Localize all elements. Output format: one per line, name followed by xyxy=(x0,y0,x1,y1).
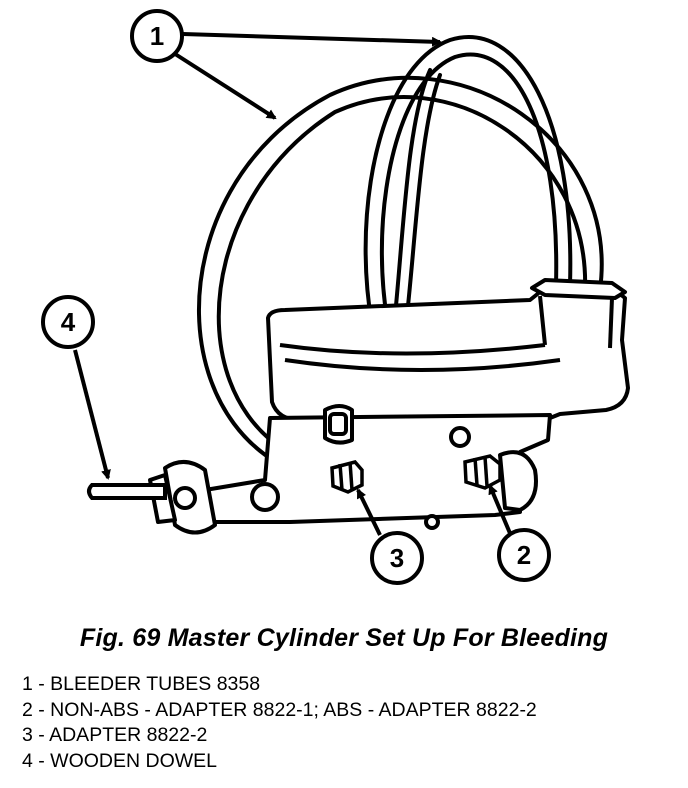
callout-4-number: 4 xyxy=(61,307,76,337)
fluid-reservoir xyxy=(266,278,630,422)
callout-2-number: 2 xyxy=(517,540,531,570)
parts-legend: 1 - BLEEDER TUBES 8358 2 - NON-ABS - ADA… xyxy=(22,672,537,774)
legend-item-1: 1 - BLEEDER TUBES 8358 xyxy=(22,673,261,695)
adapter-left xyxy=(330,460,364,494)
callout-3: 3 xyxy=(370,531,424,585)
adapter-right xyxy=(463,454,502,490)
legend-item-4: 4 - WOODEN DOWEL xyxy=(22,749,218,772)
figure-caption: Fig. 69 Master Cylinder Set Up For Bleed… xyxy=(79,624,609,652)
legend-item-2: 2 - NON-ABS - ADAPTER 8822-1; ABS - ADAP… xyxy=(22,698,537,721)
master-cylinder-figure: 1 4 3 2 xyxy=(41,9,630,585)
callout-leaders xyxy=(73,32,514,539)
callout-2: 2 xyxy=(497,528,551,582)
legend-item-3: 3 - ADAPTER 8822-2 xyxy=(22,724,208,746)
wooden-dowel xyxy=(87,483,167,500)
callout-4: 4 xyxy=(41,295,95,349)
callout-3-number: 3 xyxy=(390,543,404,573)
callout-1: 1 xyxy=(130,9,184,63)
callout-1-number: 1 xyxy=(150,21,164,51)
